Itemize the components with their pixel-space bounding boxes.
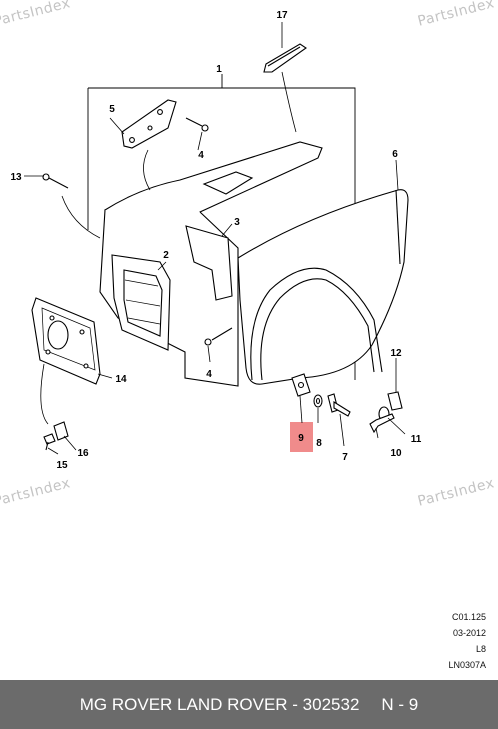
footer-page: N - 9 bbox=[381, 694, 419, 714]
footer-bar: MG ROVER LAND ROVER - 302532 N - 9 bbox=[0, 680, 498, 729]
parts-diagram-canvas: PartsIndex PartsIndex PartsIndex PartsIn… bbox=[0, 0, 497, 671]
wing-panel bbox=[237, 189, 409, 385]
callout-2: 2 bbox=[163, 250, 169, 261]
trim-strip-17 bbox=[263, 43, 307, 73]
reference-date: 03-2012 bbox=[452, 628, 486, 638]
nut-9 bbox=[291, 373, 311, 397]
callout-14: 14 bbox=[115, 374, 127, 385]
reference-code: C01.125 bbox=[451, 612, 486, 622]
callout-8: 8 bbox=[316, 438, 322, 449]
washer-8 bbox=[313, 394, 323, 408]
inner-panel-assembly bbox=[99, 141, 323, 387]
highlight-box-part-9 bbox=[290, 422, 313, 452]
callout-1: 1 bbox=[216, 64, 222, 75]
clip-12 bbox=[387, 391, 403, 411]
callout-12: 12 bbox=[390, 348, 402, 359]
callout-9: 9 bbox=[298, 433, 304, 444]
callout-7: 7 bbox=[342, 452, 348, 463]
reference-drawing: LN0307A bbox=[448, 660, 486, 670]
pin-13 bbox=[42, 173, 69, 189]
callout-13: 13 bbox=[10, 172, 22, 183]
callout-10: 10 bbox=[390, 448, 402, 459]
callout-11: 11 bbox=[411, 434, 422, 445]
screw-15 bbox=[43, 433, 56, 451]
cover-plate-14 bbox=[31, 297, 101, 385]
fastener-4-upper bbox=[185, 117, 209, 132]
exploded-view-diagram: 17 1 5 4 13 3 2 6 12 4 14 9 8 11 10 7 16… bbox=[10, 10, 422, 471]
callout-4-lower: 4 bbox=[206, 369, 212, 380]
callout-4-upper: 4 bbox=[198, 150, 204, 161]
callout-6: 6 bbox=[392, 149, 398, 160]
reference-level: L8 bbox=[475, 644, 486, 654]
callout-15: 15 bbox=[56, 460, 68, 471]
callout-3: 3 bbox=[234, 217, 240, 228]
callout-16: 16 bbox=[77, 448, 89, 459]
bolt-7 bbox=[327, 393, 351, 417]
leader-lines bbox=[24, 22, 406, 455]
callout-5: 5 bbox=[109, 104, 115, 115]
drawing-reference: C01.125 03-2012 L8 LN0307A bbox=[448, 612, 486, 671]
footer-title: MG ROVER LAND ROVER - 302532 bbox=[79, 694, 360, 714]
clip-16 bbox=[53, 421, 69, 441]
bracket-5 bbox=[121, 99, 177, 149]
callout-17: 17 bbox=[276, 10, 288, 21]
fastener-4-lower bbox=[204, 327, 233, 346]
